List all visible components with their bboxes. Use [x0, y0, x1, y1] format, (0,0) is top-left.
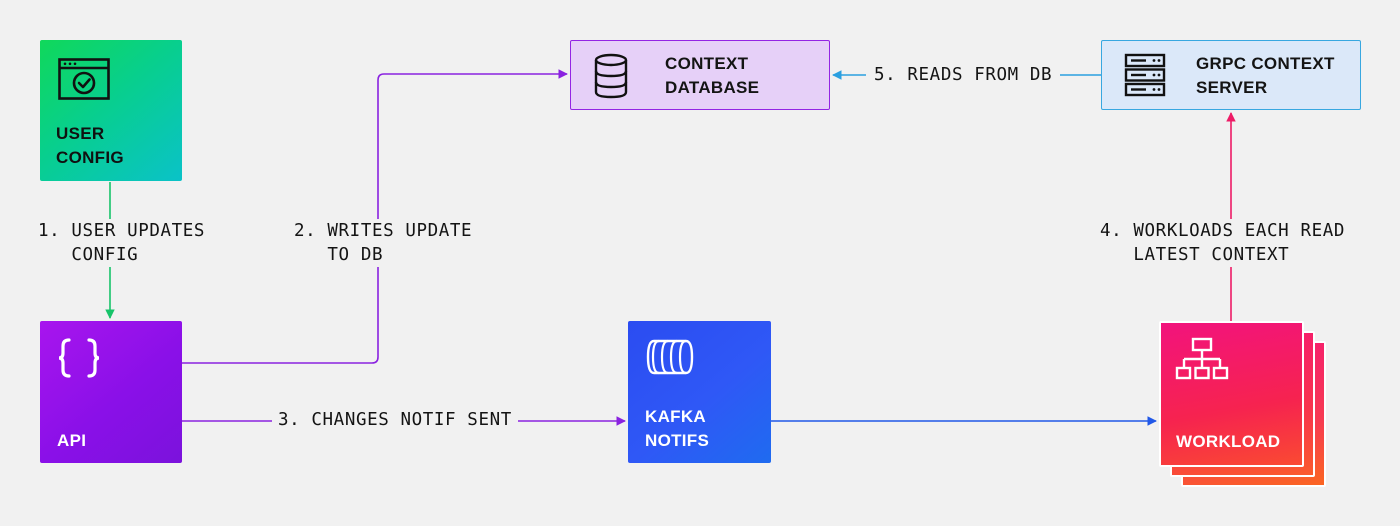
workload-title: WORKLOAD — [1176, 432, 1281, 451]
hierarchy-icon — [1175, 337, 1229, 388]
database-icon — [593, 53, 629, 104]
context-database-title: CONTEXT DATABASE — [665, 54, 760, 97]
kafka-notifs-node: KAFKA NOTIFS — [628, 321, 771, 463]
step-2-label: 2. WRITES UPDATE TO DB — [292, 219, 475, 267]
server-rack-icon — [1124, 53, 1166, 102]
browser-check-icon — [58, 58, 110, 105]
queue-cylinder-icon — [646, 339, 694, 380]
step-3-label: 3. CHANGES NOTIF SENT — [272, 408, 518, 432]
api-node: API — [40, 321, 182, 463]
curly-braces-icon — [56, 335, 102, 386]
step-5-label: 5. READS FROM DB — [866, 63, 1061, 87]
grpc-context-server-title: GRPC CONTEXT SERVER — [1196, 54, 1335, 97]
user-config-title: USER CONFIG — [56, 124, 124, 167]
user-config-node: USER CONFIG — [40, 40, 182, 181]
step-4-label: 4. WORKLOADS EACH READ LATEST CONTEXT — [1098, 219, 1347, 267]
api-title: API — [57, 431, 87, 450]
edge-api-to-context-database — [182, 69, 568, 364]
step-1-label: 1. USER UPDATES CONFIG — [36, 219, 208, 267]
grpc-context-server-node: GRPC CONTEXT SERVER — [1101, 40, 1361, 110]
context-database-node: CONTEXT DATABASE — [570, 40, 830, 110]
kafka-notifs-title: KAFKA NOTIFS — [645, 407, 710, 450]
workload-node: WORKLOAD — [1159, 321, 1304, 467]
